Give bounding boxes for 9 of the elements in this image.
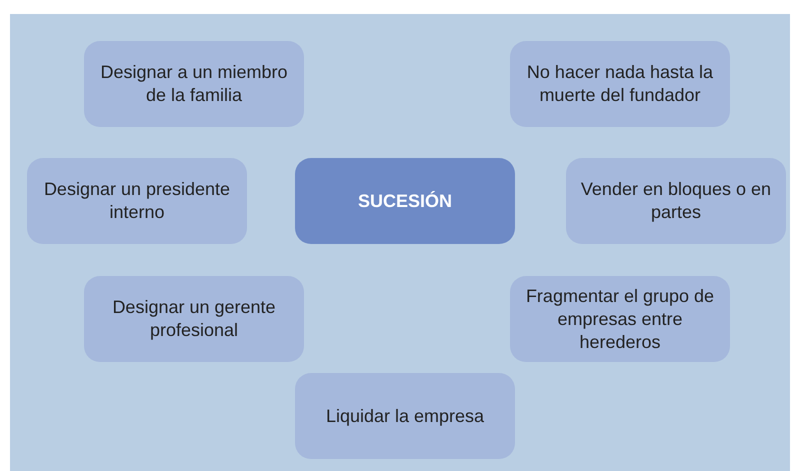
central-topic-box <box>295 158 515 244</box>
option-label: Fragmentar el grupo de empresas entre herederos <box>524 284 716 354</box>
option-label: No hacer nada hasta la muerte del fundador <box>526 61 714 107</box>
option-label: Designar un presidente interno <box>42 178 232 224</box>
topic-label: SUCESIÓN <box>358 190 452 212</box>
option-label: Vender en bloques o en partes <box>580 178 772 224</box>
option-label: Liquidar la empresa <box>326 404 484 428</box>
option-label: Designar a un miembro de la familia <box>99 61 289 107</box>
option-label: Designar un gerente profesional <box>111 296 277 342</box>
